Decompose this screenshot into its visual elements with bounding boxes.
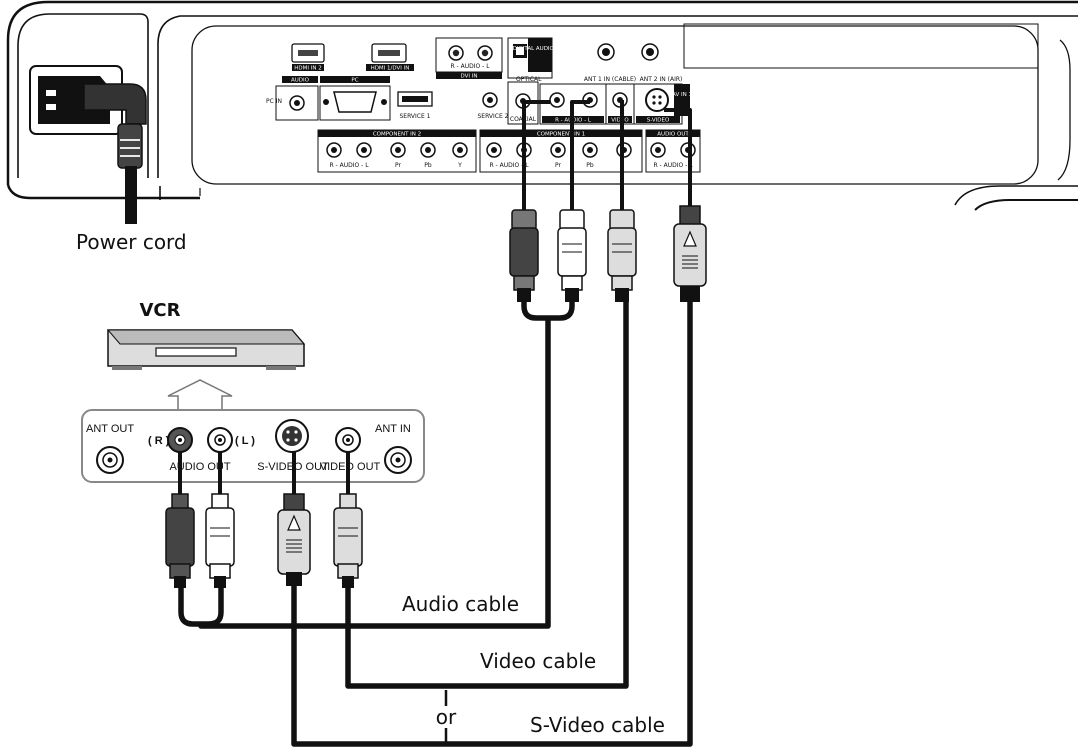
- tv-audio-r-plug: [509, 209, 539, 302]
- vcr-jack-panel: ANT OUT ( R ) ( L ) AUDIO OUT S-VIDEO OU…: [81, 409, 425, 483]
- audio-cable-wire: [198, 318, 551, 629]
- dvi-audio-label: R - AUDIO - L: [450, 63, 490, 70]
- ant2-label: ANT 2 IN (AIR): [640, 76, 683, 83]
- vcr-device: [106, 329, 306, 370]
- vcr-audio-out-label: AUDIO OUT: [169, 461, 230, 473]
- av-svideo-jack: [645, 88, 669, 112]
- vcr-svideo-plug: [277, 493, 311, 586]
- svideo-label: S-VIDEO: [647, 118, 670, 124]
- component-1-pb-label: Pb: [586, 162, 594, 169]
- vcr-video-out-label: VIDEO OUT: [320, 461, 381, 473]
- audio-cable-label: Audio cable: [402, 592, 519, 616]
- audio-label: AUDIO: [291, 78, 310, 84]
- component-2-pr-label: Pr: [395, 162, 402, 169]
- vcr-ant-in-label: ANT IN: [375, 423, 411, 435]
- component-1-pr-label: Pr: [555, 162, 562, 169]
- svideo-lead: [664, 108, 692, 210]
- component-2-pb-label: Pb: [424, 162, 432, 169]
- service-2-label: SERVICE 2: [477, 113, 508, 120]
- audio-out-label: AUDIO OUT: [657, 132, 689, 138]
- pc-label: PC: [351, 78, 358, 84]
- audio-cable-vcr-join: [178, 584, 224, 627]
- tv-back-panel: HDMI IN 2 HDMI 1/DVI IN R - AUDIO - L DV…: [6, 0, 1078, 211]
- power-cord-label: Power cord: [76, 230, 187, 254]
- component-1-audio-label: R - AUDIO - L: [489, 162, 529, 169]
- vcr-ant-out-label: ANT OUT: [86, 423, 134, 435]
- hdmi-1-dvi-label: HDMI 1/DVI IN: [371, 66, 410, 72]
- dvi-in-label: DVI IN: [460, 74, 477, 80]
- digital-audio-out-label: DIGITAL AUDIO OUT: [513, 46, 568, 52]
- component-in-2-label: COMPONENT IN 2: [373, 132, 421, 138]
- video-cable-wire: [345, 300, 629, 689]
- video-cable-label: Video cable: [480, 649, 596, 673]
- tv-audio-l-plug: [557, 209, 587, 302]
- tv-svideo-plug: [673, 205, 707, 302]
- svideo-cable-wire: [291, 300, 693, 747]
- tv-video-plug: [607, 209, 637, 302]
- audio-r-lead: [522, 100, 550, 210]
- service-1-label: SERVICE 1: [399, 113, 430, 120]
- component-2-y-label: Y: [457, 162, 462, 169]
- audio-out-rl-label: R - AUDIO - L: [653, 162, 693, 169]
- pc-vga-port: [333, 91, 377, 113]
- audio-l-lead: [570, 100, 590, 210]
- svideo-cable-label: S-Video cable: [530, 713, 665, 737]
- audio-cable-tv-join: [521, 300, 575, 321]
- vcr-audio-l-plug: [205, 493, 235, 588]
- vcr-r-label: ( R ): [148, 435, 170, 447]
- component-in-1-label: COMPONENT IN 1: [537, 132, 585, 138]
- vcr-audio-r-plug: [165, 493, 195, 588]
- vcr-title: VCR: [139, 300, 180, 321]
- component-2-audio-label: R - AUDIO - L: [329, 162, 369, 169]
- vcr-video-plug: [333, 493, 363, 588]
- power-cord-plug: [83, 83, 147, 224]
- hdmi-in-2-label: HDMI IN 2: [294, 66, 321, 72]
- pc-in-label: PC IN: [266, 98, 282, 105]
- cable-wires: [178, 100, 693, 747]
- ant1-label: ANT 1 IN (CABLE): [584, 76, 636, 83]
- optical-label: OPTICAL: [516, 76, 542, 83]
- or-label: or: [436, 705, 457, 729]
- vcr-arrow: [167, 379, 233, 410]
- vcr-l-label: ( L ): [235, 435, 255, 447]
- av-in-label: AV IN 1: [672, 92, 692, 98]
